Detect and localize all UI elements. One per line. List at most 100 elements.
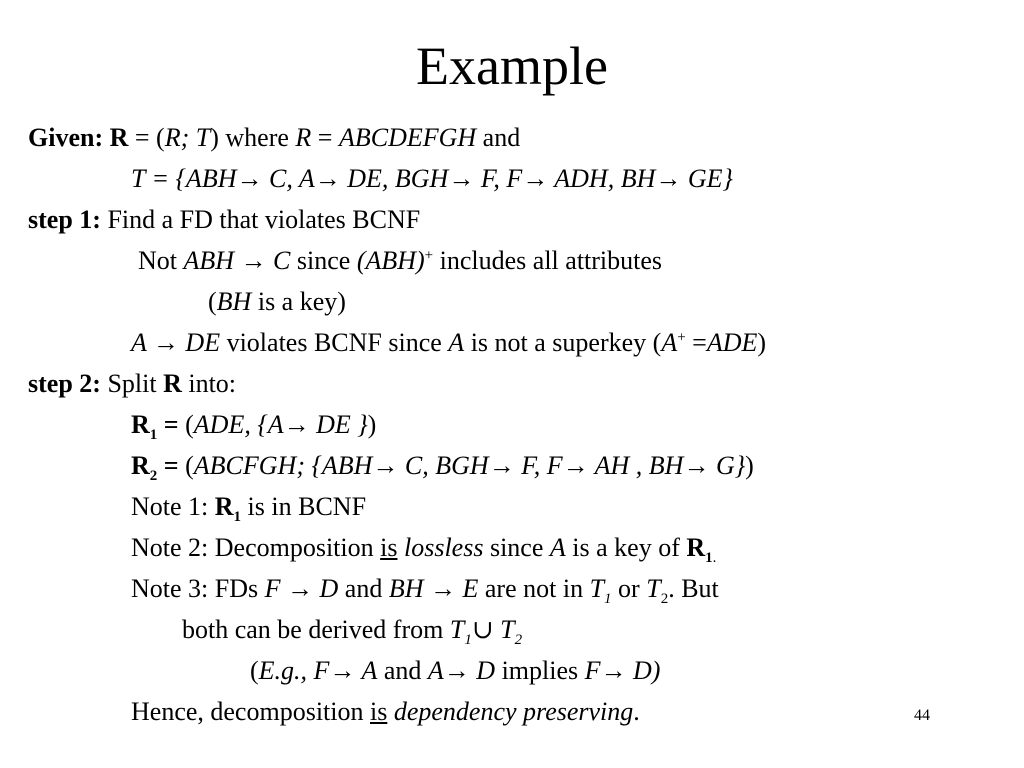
text-run: step 2: [28, 369, 101, 398]
text-run: lossless [403, 533, 484, 562]
text-run: R [295, 123, 312, 152]
text-run: is a key) [251, 287, 346, 316]
text-run: 1 [233, 509, 242, 526]
text-run: + [424, 247, 434, 264]
text-run: A→ D [427, 656, 496, 685]
text-run: Split [100, 369, 164, 398]
fd-set-line: T = {ABH→ C, A→ DE, BGH→ F, F→ ADH, BH→ … [131, 163, 733, 195]
text-run: 1 [604, 591, 612, 608]
text-run: = ( [128, 123, 165, 152]
text-run: T [589, 574, 605, 603]
text-run: 2 [149, 468, 158, 485]
text-run: ADE, {A→ DE } [193, 410, 368, 439]
text-run: A [549, 533, 566, 562]
text-run: since [483, 533, 550, 562]
text-run: and [377, 656, 428, 685]
text-run: = [157, 451, 179, 480]
text-run: is not a superkey ( [464, 328, 662, 357]
text-run: + [677, 329, 686, 346]
text-run: ) where [210, 123, 296, 152]
text-run: dependency preserving [393, 697, 634, 726]
step2-line: step 2: Split R into: [28, 368, 236, 400]
text-run: . [712, 550, 717, 567]
text-run: T = {ABH→ C, A→ DE, BGH→ F, F→ ADH, BH→ … [131, 164, 733, 193]
note3-line: Note 3: FDs F → D and BH → E are not in … [131, 573, 719, 608]
text-run: F→ D) [584, 656, 661, 685]
text-run: T [500, 615, 515, 644]
text-run: T [646, 574, 661, 603]
text-run: is a key of [565, 533, 687, 562]
text-run: R [131, 410, 150, 439]
text-run: 1 [149, 427, 158, 444]
text-run: R [686, 533, 706, 562]
text-run: ) [757, 328, 767, 357]
text-run: includes all attributes [433, 246, 663, 275]
text-run: implies [495, 656, 585, 685]
text-run: ABH → C [183, 246, 291, 275]
derived-line: both can be derived from T1∪ T2 [182, 614, 523, 649]
text-run: = [157, 410, 179, 439]
text-run: . But [668, 574, 719, 603]
text-run: are not in [478, 574, 590, 603]
text-run: F → D [264, 574, 339, 603]
text-run: BH [216, 287, 252, 316]
text-run: = [685, 328, 707, 357]
text-run: ) [367, 410, 377, 439]
text-run: ABCFGH; {ABH→ C, BGH→ F, F→ AH , BH→ G} [193, 451, 746, 480]
text-run: is [380, 533, 398, 562]
text-run: ) [745, 451, 754, 480]
text-run: into: [181, 369, 237, 398]
text-run: Note 3: FDs [131, 574, 265, 603]
text-run: T [449, 615, 465, 644]
text-run: 2 [514, 632, 523, 649]
violation-line: A → DE violates BCNF since A is not a su… [131, 327, 766, 359]
given-line: Given: R = (R; T) where R = ABCDEFGH and [28, 122, 520, 154]
text-run: Not [138, 246, 184, 275]
text-run: ∪ [471, 615, 501, 644]
text-run: ABCDEFGH [338, 123, 477, 152]
text-run: and [338, 574, 389, 603]
text-run: is in BCNF [241, 492, 367, 521]
text-run: both can be derived from [182, 615, 450, 644]
text-run: ( [250, 656, 259, 685]
text-run: (ABH) [356, 246, 425, 275]
slide-title: Example [416, 36, 608, 96]
note1-line: Note 1: R1 is in BCNF [131, 491, 367, 526]
step1-line: step 1: Find a FD that violates BCNF [28, 204, 420, 236]
text-run: R [131, 451, 150, 480]
text-run: = [311, 123, 339, 152]
text-run: A [661, 328, 678, 357]
text-run: Given: R [28, 123, 129, 152]
text-run: since [290, 246, 357, 275]
text-run: R [163, 369, 182, 398]
text-run: and [476, 123, 521, 152]
text-run: BH → E [388, 574, 479, 603]
text-run: Hence, decomposition [131, 697, 370, 726]
not-abh-line: Not ABH → C since (ABH)+ includes all at… [138, 245, 662, 277]
text-run: R; T [164, 123, 211, 152]
bh-key-line: (BH is a key) [208, 286, 346, 318]
text-run: E.g., F→ A [258, 656, 378, 685]
slide-number: 44 [914, 707, 930, 724]
text-run: 2 [660, 591, 669, 608]
text-run: A [448, 328, 465, 357]
text-run: ( [178, 451, 194, 480]
text-run: or [611, 574, 647, 603]
note2-line: Note 2: Decomposition is lossless since … [131, 532, 717, 567]
text-run: Find a FD that violates BCNF [100, 205, 421, 234]
text-run: step 1: [28, 205, 101, 234]
text-run: . [633, 697, 640, 726]
text-run: is [370, 697, 388, 726]
text-run: A → DE [131, 328, 221, 357]
text-run: ( [208, 287, 217, 316]
text-run: Note 2: Decomposition [131, 533, 381, 562]
text-run: Note 1: [131, 492, 215, 521]
example-line: (E.g., F→ A and A→ D implies F→ D) [250, 655, 660, 687]
conclusion-line: Hence, decomposition is dependency prese… [131, 696, 640, 728]
r1-line: R1 = (ADE, {A→ DE }) [131, 409, 377, 444]
text-run: violates BCNF since [220, 328, 449, 357]
text-run: 1 [705, 550, 713, 567]
r2-line: R2 = (ABCFGH; {ABH→ C, BGH→ F, F→ AH , B… [131, 450, 754, 485]
text-run: R [214, 492, 234, 521]
